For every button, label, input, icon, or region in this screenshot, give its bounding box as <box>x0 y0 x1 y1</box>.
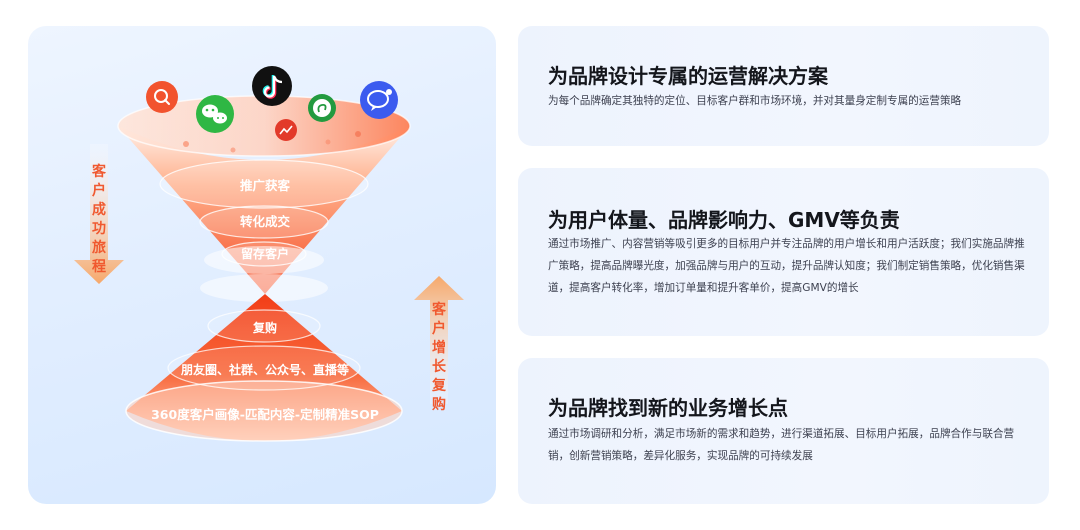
stage-label-convert: 转化成交 <box>240 214 291 229</box>
growth-char: 复 <box>431 377 447 394</box>
responsibility-card: 为用户体量、品牌影响力、GMV等负责 通过市场推广、内容营销等吸引更多的目标用户… <box>518 168 1049 336</box>
journey-label: 客 户 成 功 旅 程 <box>91 163 107 275</box>
stage-ring <box>167 345 361 391</box>
glass-disc <box>204 246 324 274</box>
journey-char: 旅 <box>92 239 106 256</box>
growth-char: 长 <box>432 358 447 375</box>
search-icon <box>146 81 178 113</box>
upper-funnel <box>118 126 410 294</box>
funnel-rim <box>118 96 410 156</box>
journey-arrow <box>74 144 124 284</box>
funnel-base <box>126 381 402 441</box>
stage-ring <box>207 309 321 343</box>
glass-disc <box>200 274 328 302</box>
journey-char: 客 <box>91 163 107 180</box>
mini-program-icon <box>308 94 336 122</box>
growth-char: 购 <box>432 396 446 413</box>
solution-card: 为品牌设计专属的运营解决方案 为每个品牌确定其独特的定位、目标客户群和市场环境，… <box>518 26 1049 146</box>
journey-char: 户 <box>92 182 106 199</box>
journey-char: 程 <box>92 259 106 275</box>
stage-ring <box>199 205 329 239</box>
chat-bubble-icon <box>360 81 398 119</box>
growth-arrow <box>414 276 464 404</box>
journey-char: 功 <box>92 221 106 237</box>
growth-char: 增 <box>432 339 446 356</box>
journey-char: 成 <box>92 201 106 218</box>
stage-label-retain: 留存客户 <box>241 246 289 261</box>
growth-char: 户 <box>432 320 446 337</box>
growth-char: 客 <box>431 301 447 318</box>
stage-label-sop: 360度客户画像-匹配内容-定制精准SOP <box>151 407 379 422</box>
card-title: 为品牌找到新的业务增长点 <box>548 396 788 420</box>
card-title: 为用户体量、品牌影响力、GMV等负责 <box>548 208 900 232</box>
growth-label: 客 户 增 长 复 购 <box>431 301 447 413</box>
card-title: 为品牌设计专属的运营解决方案 <box>548 64 828 88</box>
funnel-panel: 客 户 成 功 旅 程 客 户 增 长 复 购 <box>28 26 496 504</box>
card-description: 通过市场推广、内容营销等吸引更多的目标用户并专注品牌的用户增长和用户活跃度；我们… <box>548 238 1025 294</box>
growth-card: 为品牌找到新的业务增长点 通过市场调研和分析，满足市场新的需求和趋势，进行渠道拓… <box>518 358 1049 504</box>
wechat-icon <box>196 95 234 133</box>
funnel-diagram: 客 户 成 功 旅 程 客 户 增 长 复 购 <box>74 66 464 442</box>
stage-label-promote: 推广获客 <box>240 178 291 193</box>
stage-label-repurchase: 复购 <box>252 320 277 335</box>
stage-ring <box>159 159 369 209</box>
chart-icon <box>275 119 297 141</box>
card-description: 为每个品牌确定其独特的定位、目标客户群和市场环境，并对其量身定制专属的运营策略 <box>548 95 962 107</box>
card-description: 通过市场调研和分析，满足市场新的需求和趋势，进行渠道拓展、目标用户拓展，品牌合作… <box>548 428 1015 462</box>
stage-label-channels: 朋友圈、社群、公众号、直播等 <box>180 362 349 377</box>
tiktok-icon <box>252 66 292 106</box>
